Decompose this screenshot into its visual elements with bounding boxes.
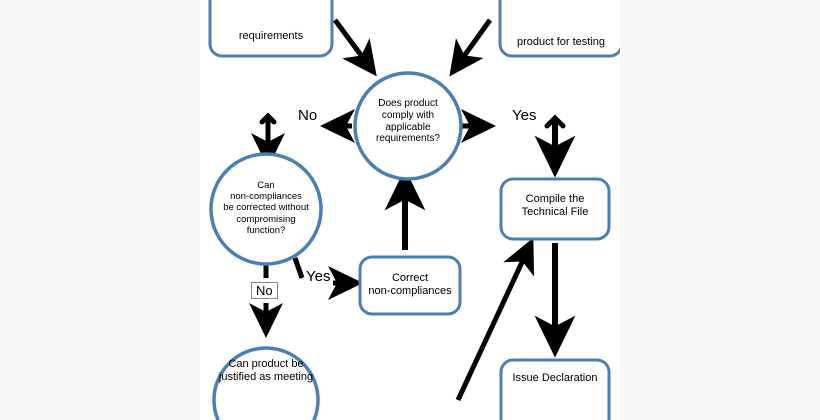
node-issue-declaration[interactable] — [499, 358, 611, 420]
edge-yes-elbow-top — [544, 114, 566, 129]
node-does-product-comply[interactable] — [353, 71, 463, 181]
edge-requirements-to-decision — [332, 18, 377, 77]
edge-label-yes-comply: Yes — [512, 107, 537, 124]
flowchart-canvas: requirements product for testing Does pr… — [200, 0, 620, 420]
edge-label-no-correct: No — [251, 282, 278, 299]
edge-feedback-to-compile — [455, 237, 535, 402]
edge-yes-to-correct-stem — [292, 257, 305, 279]
node-compile-technical-file[interactable] — [499, 177, 611, 241]
flowchart-shapes — [208, 0, 620, 420]
edge-no-elbow-top — [259, 112, 277, 125]
node-requirements[interactable] — [208, 0, 334, 58]
node-can-non-compliances-be-corrected[interactable] — [209, 152, 323, 266]
node-product-for-testing[interactable] — [498, 0, 620, 58]
node-can-product-be-justified[interactable] — [212, 346, 320, 420]
edge-testing-to-decision — [449, 18, 493, 77]
edge-label-no-comply: No — [298, 107, 318, 124]
node-correct-non-compliances[interactable] — [358, 255, 462, 316]
edge-label-yes-correct: Yes — [306, 268, 331, 285]
